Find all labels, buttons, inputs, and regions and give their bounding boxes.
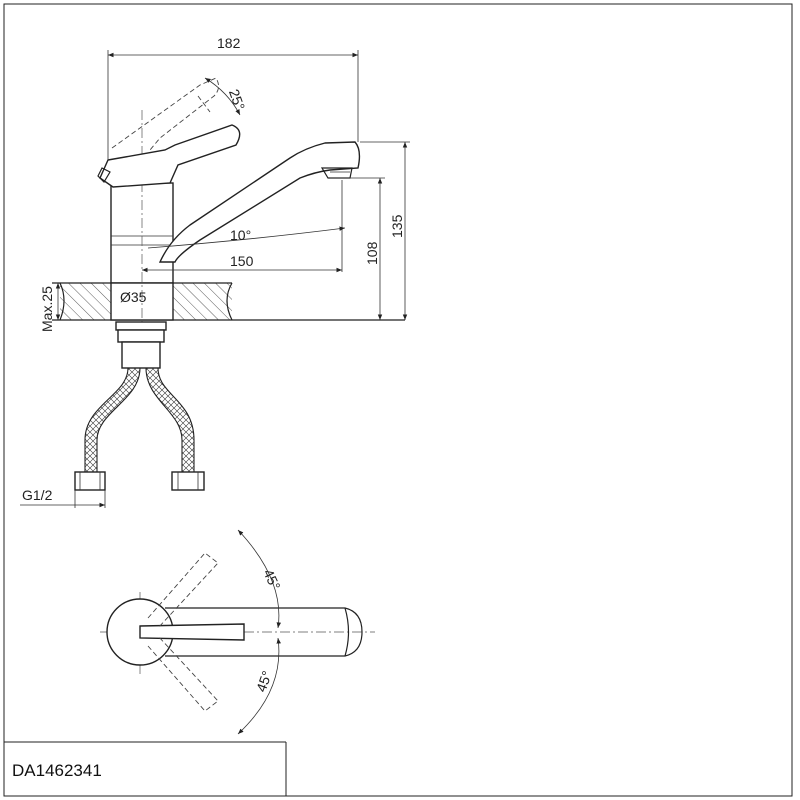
dim-total-width: 182 [217, 35, 241, 51]
dim-handle-tilt: 25° [226, 87, 248, 112]
flexible-hoses [74, 367, 205, 491]
dim-outlet-height: 108 [364, 241, 380, 265]
dim-total-height: 135 [389, 214, 405, 238]
countertop [52, 282, 405, 321]
product-code: DA1462341 [12, 761, 102, 780]
dimension-lines [20, 50, 410, 508]
handle [97, 77, 241, 188]
dim-spout-angle: 10° [230, 227, 251, 243]
dim-rotation-lower: 45° [253, 669, 275, 694]
tap-body [110, 110, 174, 335]
drawing-frame [3, 3, 793, 797]
side-view: 182 25° 10° 150 108 135 Ø35 Max.25 G1/2 [20, 35, 410, 508]
dim-max-deck: Max.25 [39, 286, 55, 332]
dim-spout-reach: 150 [230, 253, 254, 269]
mounting-nut [115, 321, 167, 369]
top-view: 45° 45° [100, 529, 375, 735]
dim-rotation-upper: 45° [260, 567, 283, 593]
dim-connection-thread: G1/2 [22, 487, 53, 503]
dim-hole-diameter: Ø35 [120, 289, 147, 305]
